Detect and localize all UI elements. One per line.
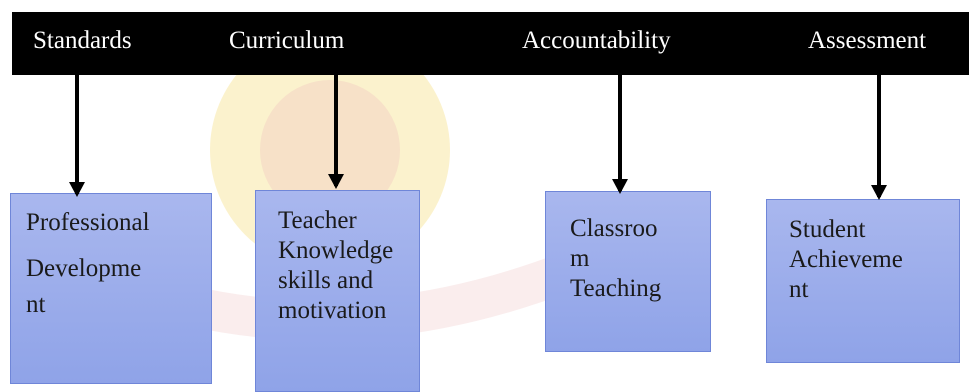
box-line: Professional [26, 209, 150, 236]
label-curriculum: Curriculum [229, 27, 345, 54]
box-line: nt [789, 276, 809, 303]
box-line: m [570, 245, 590, 272]
box-classroom-teaching: Classroo m Teaching [545, 191, 711, 352]
box-line: Teaching [570, 275, 662, 302]
box-line: skills and [278, 267, 374, 294]
box-line: Teacher [278, 207, 357, 234]
box-line: Developme [26, 255, 142, 282]
box-line: nt [26, 291, 46, 318]
label-assessment: Assessment [808, 27, 927, 54]
box-line: Achieveme [789, 246, 903, 273]
box-line: Classroo [570, 215, 658, 242]
header-bar [12, 12, 969, 75]
label-accountability: Accountability [522, 27, 671, 54]
label-standards: Standards [33, 27, 132, 54]
box-line: Student [789, 216, 866, 243]
box-professional-development: Professional Developme nt [10, 193, 212, 384]
box-line: motivation [278, 297, 387, 324]
box-student-achievement: Student Achieveme nt [766, 199, 960, 363]
box-line: Knowledge [278, 237, 394, 264]
box-teacher-knowledge: Teacher Knowledge skills and motivation [255, 190, 420, 392]
